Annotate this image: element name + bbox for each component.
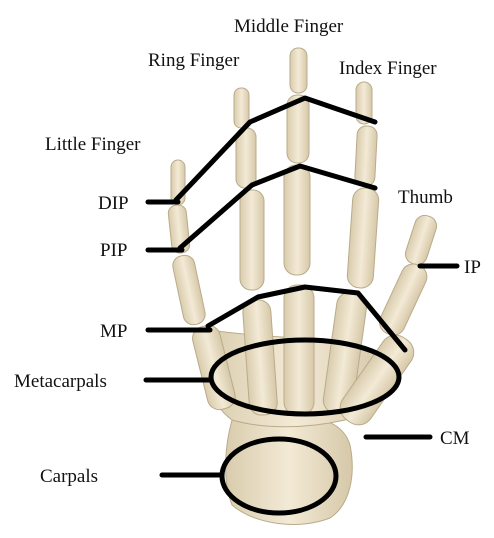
label-mp: MP [100, 321, 127, 342]
dip-joint-line [176, 98, 375, 200]
label-little-finger: Little Finger [45, 134, 141, 155]
label-ip: IP [464, 257, 481, 278]
label-middle-finger: Middle Finger [234, 16, 344, 37]
label-metacarpals: Metacarpals [14, 371, 107, 392]
label-thumb: Thumb [398, 187, 453, 208]
pip-joint-line [180, 166, 375, 248]
label-index-finger: Index Finger [339, 58, 437, 79]
label-cm: CM [440, 428, 470, 449]
label-carpals: Carpals [40, 466, 98, 487]
label-ring-finger: Ring Finger [148, 50, 240, 71]
label-pip: PIP [100, 240, 127, 261]
label-dip: DIP [98, 193, 129, 214]
